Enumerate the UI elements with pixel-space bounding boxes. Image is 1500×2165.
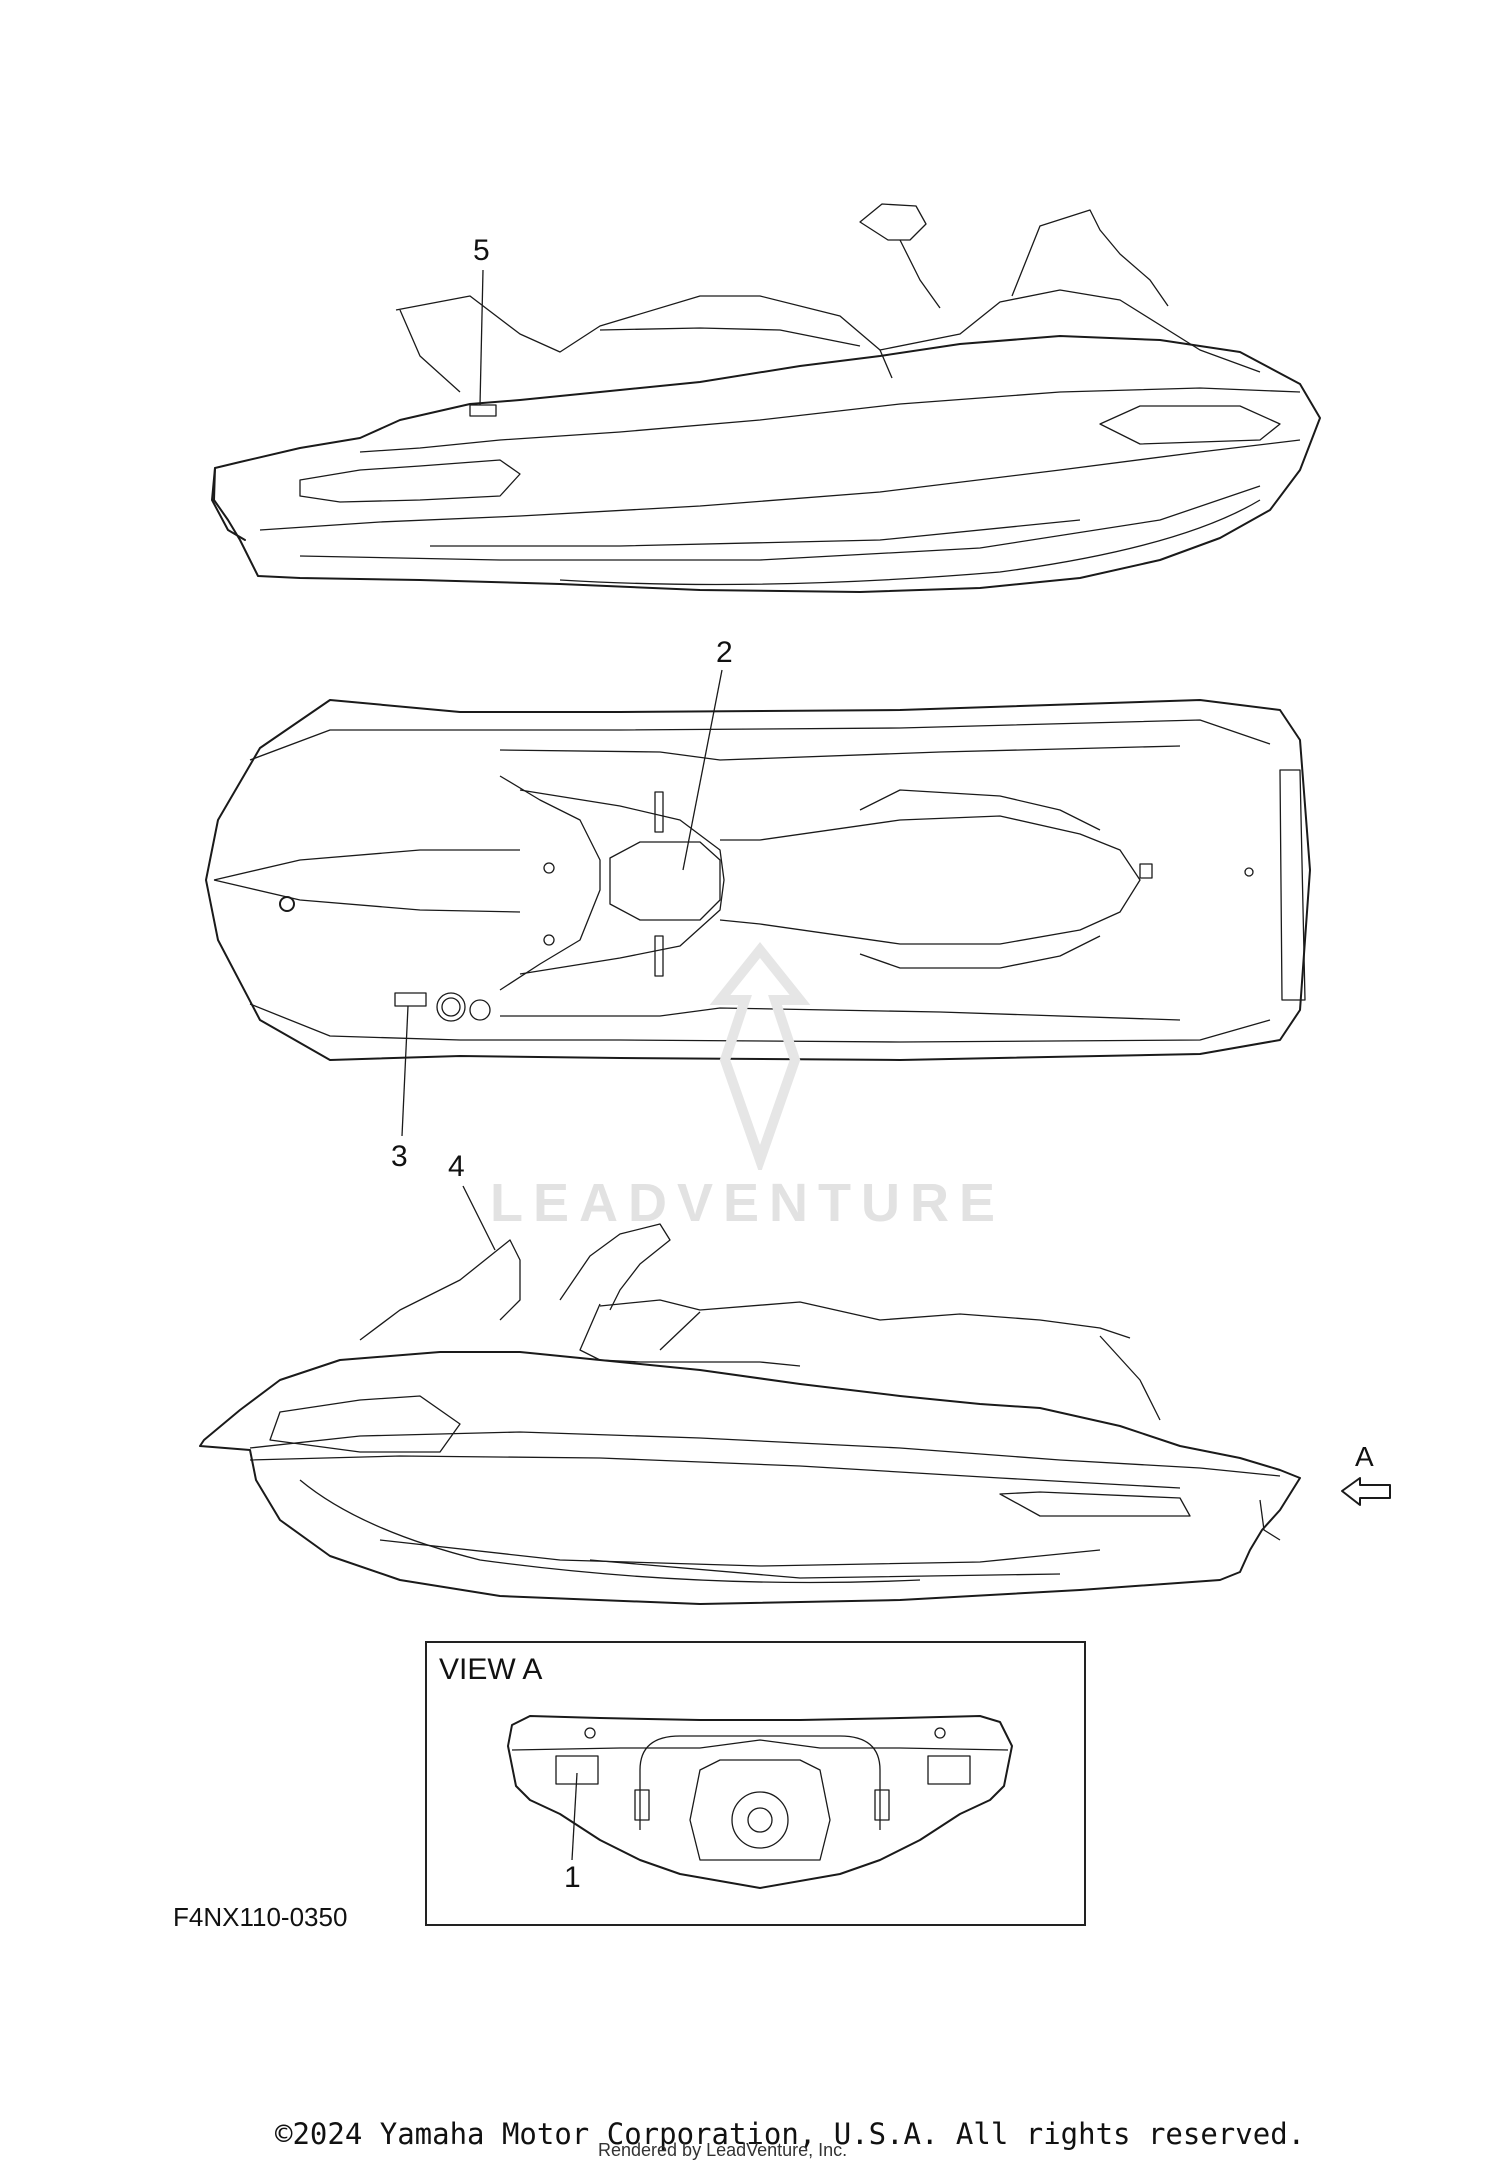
leader-lines [401, 269, 723, 1861]
callout-1: 1 [564, 1861, 581, 1894]
diagram-part-code: F4NX110-0350 [173, 1902, 348, 1932]
view-a-title: VIEW A [439, 1653, 543, 1686]
side-view-right-drawing [211, 203, 1321, 593]
leader-line-2 [682, 669, 723, 871]
watermark-text: LEADVENTURE [490, 1173, 1006, 1233]
leader-line-5 [479, 269, 484, 406]
leader-line-3 [401, 1005, 409, 1137]
view-a-drawing [507, 1715, 1013, 1889]
copyright-notice: ©2024 Yamaha Motor Corporation, U.S.A. A… [275, 2117, 1306, 2151]
rendered-by-note: Rendered by LeadVenture, Inc. [598, 2140, 848, 2160]
leader-line-4 [462, 1185, 496, 1251]
view-a-panel: VIEW A 1 [425, 1641, 1086, 1926]
view-a-arrow-label: A [1355, 1441, 1374, 1472]
callout-5: 5 [473, 234, 490, 267]
side-view-left-drawing [199, 1223, 1301, 1605]
view-direction-arrow-icon [1341, 1477, 1391, 1506]
leader-line-1 [571, 1772, 578, 1861]
callout-2: 2 [716, 636, 733, 669]
callout-4: 4 [448, 1150, 465, 1183]
leadventure-logo-icon [709, 941, 811, 1170]
top-view-drawing [205, 699, 1311, 1061]
callout-3: 3 [391, 1140, 408, 1173]
